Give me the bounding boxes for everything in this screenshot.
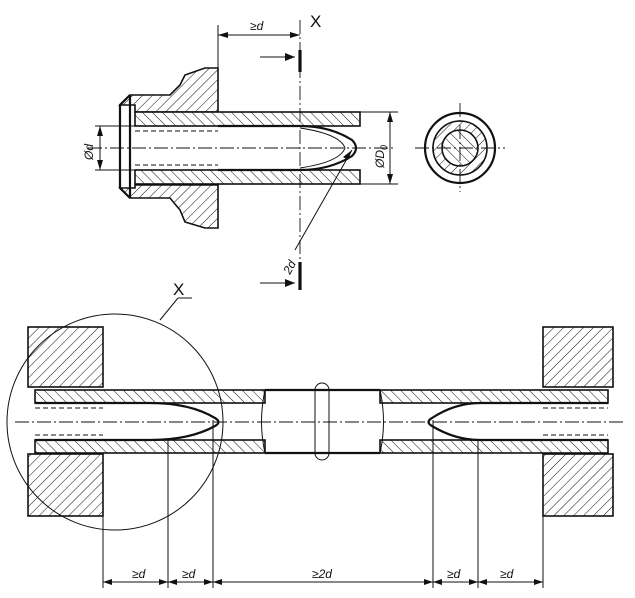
main-pipe-wall-top-left <box>34 389 266 404</box>
main-pipe-wall-bottom-left <box>34 439 266 454</box>
cross-section-view <box>415 103 505 192</box>
main-center-slot <box>314 382 330 461</box>
main-flange-right-bottom <box>542 453 614 517</box>
dim-arrow-left-1 <box>159 579 168 585</box>
dim-chain-label-5: ≥d <box>500 567 514 581</box>
dim-chain-label-2: ≥d <box>182 567 196 581</box>
detail-view: ≥d X Ød ØD0 2d <box>82 12 398 290</box>
dim-chain-label-4: ≥d <box>447 567 461 581</box>
dim-2d-leader <box>294 149 353 251</box>
section-arrow-top-head <box>285 53 295 61</box>
dim-chain-arrows <box>103 579 543 585</box>
dim-arrow-left-5 <box>534 579 543 585</box>
dim-2d-label: 2d <box>280 258 299 278</box>
dim-arrow-left-4 <box>469 579 478 585</box>
section-arrow-bottom-head <box>285 279 295 287</box>
detail-bore-tip-inner <box>299 127 346 169</box>
main-flange-left-top <box>27 326 104 388</box>
detail-pipe-wall-bottom <box>134 169 361 185</box>
detail-pipe-wall-top <box>134 111 361 127</box>
main-bore-left <box>35 401 220 442</box>
main-break-line-right <box>379 389 384 454</box>
main-flange-left-bottom <box>27 453 104 517</box>
dim-chain-label-3: ≥2d <box>312 567 332 581</box>
dim-2d-arrow <box>343 150 352 160</box>
main-view-label: X <box>173 280 184 299</box>
dim-D0-label: ØD0 <box>373 145 389 169</box>
dim-d-arrow-top <box>97 126 103 136</box>
dim-arrow-right-3 <box>433 579 442 585</box>
dim-arrow-right-0 <box>103 579 112 585</box>
main-view: X ≥d ≥d ≥2d ≥d ≥d <box>6 280 625 588</box>
dim-top-label: ≥d <box>250 19 264 33</box>
main-pipe-wall-bottom-right <box>379 439 609 454</box>
dim-top-arrow-right <box>290 32 300 38</box>
dim-arrow-left-2 <box>204 579 213 585</box>
detail-flange-bottom <box>118 184 219 229</box>
detail-flange-outline <box>118 94 131 199</box>
main-flange-right-top <box>542 326 614 388</box>
dim-arrow-right-2 <box>213 579 222 585</box>
dim-arrow-right-1 <box>168 579 177 585</box>
detail-view-label: X <box>310 12 321 31</box>
detail-flange-top <box>118 67 219 113</box>
main-detail-leader <box>159 297 179 321</box>
dim-arrow-left-3 <box>424 579 433 585</box>
dim-D0-arrow-bottom <box>387 174 393 184</box>
dim-top-arrow-left <box>218 32 228 38</box>
dim-d-arrow-bottom <box>97 160 103 170</box>
main-pipe-wall-top-right <box>379 389 609 404</box>
dim-D0-arrow-top <box>387 112 393 122</box>
dim-d-label: Ød <box>82 144 96 161</box>
main-bore-right <box>427 401 608 442</box>
dim-chain-label-1: ≥d <box>132 567 146 581</box>
main-detail-circle <box>6 313 224 531</box>
dim-arrow-right-4 <box>478 579 487 585</box>
